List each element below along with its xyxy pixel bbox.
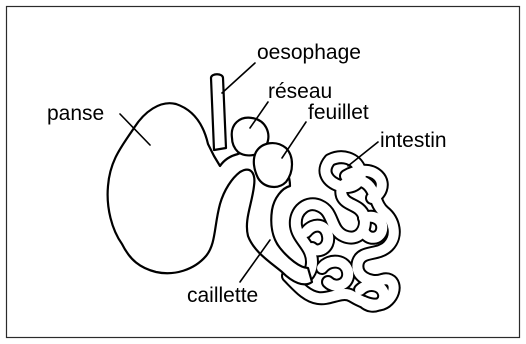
label-reseau: réseau xyxy=(268,80,332,103)
panse-caillette-outline xyxy=(108,103,312,284)
label-intestin: intestin xyxy=(380,129,447,152)
label-feuillet: feuillet xyxy=(308,101,369,124)
oesophage-tube xyxy=(211,74,226,150)
feuillet-outline xyxy=(254,143,292,187)
label-caillette: caillette xyxy=(187,284,258,307)
oesophage-leader xyxy=(222,63,255,93)
feuillet-leader xyxy=(282,122,306,158)
label-oesophage: oesophage xyxy=(257,41,361,64)
label-panse: panse xyxy=(47,102,104,125)
